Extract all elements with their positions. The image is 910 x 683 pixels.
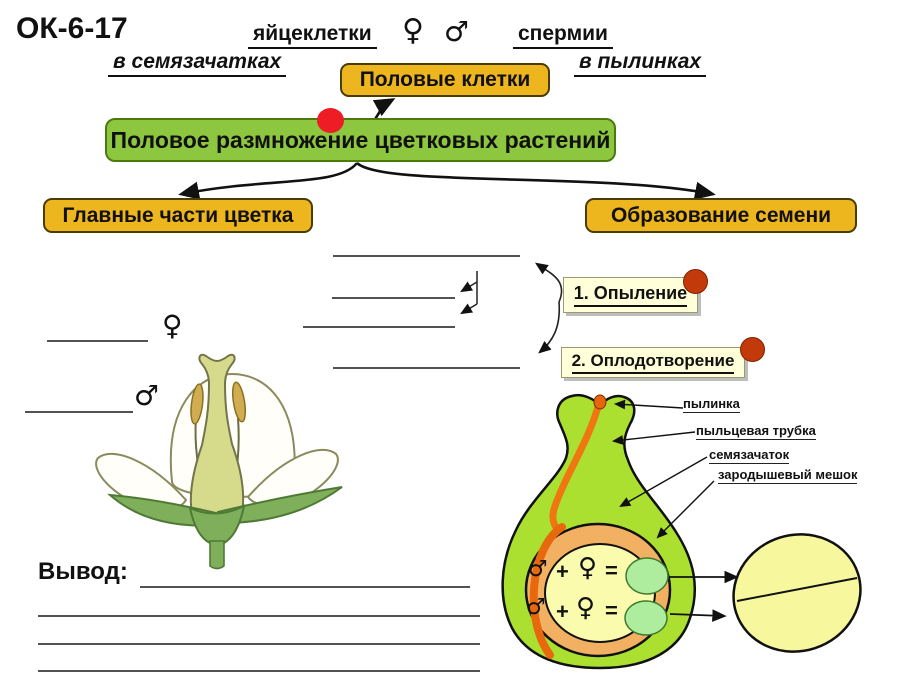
leader-embryo-sac bbox=[656, 480, 715, 539]
label-leader-arrows bbox=[611, 399, 715, 539]
sex-cells-box: Половые клетки bbox=[340, 63, 550, 97]
conclusion-label: Вывод: bbox=[38, 558, 128, 585]
flower-illustration bbox=[95, 353, 343, 570]
leader-pollen-tube bbox=[611, 431, 696, 445]
step2-dot-marker bbox=[740, 337, 765, 362]
seed-illustration bbox=[669, 533, 862, 653]
egg-symbol-1: ♀ bbox=[578, 553, 598, 583]
seed-formation-box: Образование семени bbox=[585, 198, 857, 233]
label-pollen-tube: пыльцевая трубка bbox=[696, 423, 816, 440]
male-symbol-header: ♂ bbox=[444, 15, 470, 48]
leader-ovule bbox=[619, 456, 708, 508]
sperm-symbol-2: ♂ bbox=[526, 595, 546, 620]
flower-stem bbox=[209, 540, 225, 570]
brace-arrow-top bbox=[535, 262, 563, 303]
sperm-label: спермии bbox=[513, 22, 613, 49]
fork-arrow-right bbox=[356, 161, 716, 200]
pistil-diagram bbox=[501, 394, 697, 670]
egg-cells-label: яйцеклетки bbox=[248, 22, 377, 49]
pollination-note: 1. Опыление bbox=[563, 277, 698, 313]
equals-sign-1: = bbox=[605, 558, 618, 583]
step1-dot-marker bbox=[683, 269, 708, 294]
pollen-tube-in-ovary bbox=[529, 523, 566, 659]
label-embryo-sac: зародышевый мешок bbox=[718, 467, 858, 484]
plus-sign-2: + bbox=[556, 599, 569, 624]
red-dot-marker bbox=[317, 108, 344, 133]
flower-female-symbol: ♀ bbox=[162, 309, 183, 342]
flower-parts-box: Главные части цветка bbox=[43, 198, 313, 233]
label-ovule: семязачаток bbox=[709, 447, 790, 464]
label-pollen-grain: пылинка bbox=[683, 396, 740, 413]
seed-body bbox=[732, 533, 862, 653]
receptacle bbox=[188, 504, 246, 544]
seed-divider-line bbox=[736, 577, 858, 602]
brace-arrow-bottom bbox=[538, 301, 561, 354]
egg-location-label: в семязачатках bbox=[108, 50, 287, 77]
mini-fork-connector bbox=[460, 271, 478, 315]
zygote-cell-2 bbox=[624, 600, 668, 636]
zygote-cell-1 bbox=[625, 557, 669, 595]
female-symbol-header: ♀ bbox=[402, 13, 424, 48]
flower-male-symbol: ♂ bbox=[134, 379, 160, 412]
anther-left bbox=[190, 383, 204, 425]
ok-code: ОК-6-17 bbox=[16, 12, 128, 45]
seed-arrow-2 bbox=[669, 609, 727, 622]
anther-right bbox=[231, 381, 247, 423]
equals-sign-2: = bbox=[605, 598, 618, 623]
fork-arrow-left bbox=[178, 162, 359, 200]
sperm-symbol-1: ♂ bbox=[528, 557, 548, 582]
plus-sign-1: + bbox=[556, 559, 569, 584]
pollen-tube bbox=[549, 399, 603, 533]
main-topic-box: Половое размножение цветковых растений bbox=[105, 118, 616, 162]
fertilization-note: 2. Оплодотворение bbox=[561, 347, 745, 378]
pollen-grain bbox=[593, 394, 607, 410]
sepal-right bbox=[217, 486, 343, 525]
egg-symbol-2: ♀ bbox=[576, 593, 596, 623]
leader-pollen-grain bbox=[613, 399, 684, 410]
flower-pistil bbox=[189, 353, 245, 536]
sperm-location-label: в пылинках bbox=[574, 50, 707, 77]
